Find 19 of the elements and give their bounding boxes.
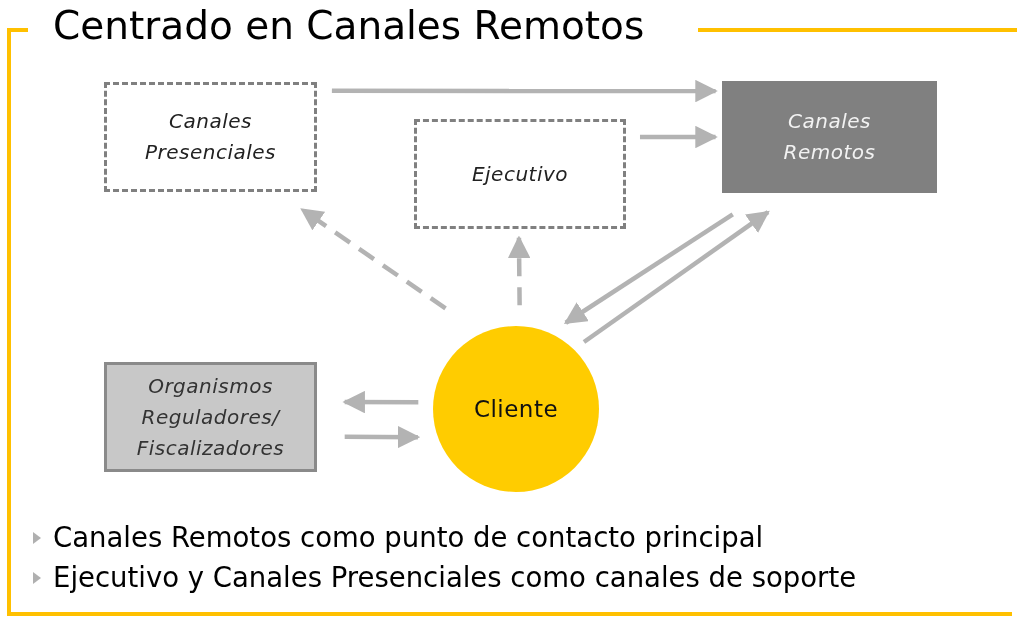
dashed-box: [414, 119, 626, 229]
node-label: Cliente: [472, 394, 560, 424]
process-box: [104, 362, 317, 472]
arrow: [300, 207, 447, 311]
dashed-box: [104, 82, 317, 192]
arrow: [563, 212, 734, 325]
bullet-text: Canales Remotos como punto de contacto principal: [53, 521, 764, 553]
bullet-text: Ejecutivo y Canales Presenciales como canales de soporte: [53, 561, 857, 593]
arrow: [344, 425, 421, 449]
node-label: Ejecutivo: [470, 160, 570, 188]
arrow: [640, 125, 718, 149]
node-label: Canales Remotos: [782, 108, 877, 166]
arrow: [342, 390, 419, 414]
node-label: Canales Presenciales: [143, 108, 278, 166]
node-label: Organismos Reguladores/ Fiscalizadores: [135, 372, 286, 462]
arrow: [507, 235, 531, 306]
arrow: [331, 79, 718, 103]
arrow: [582, 210, 770, 344]
process-box: [722, 81, 937, 193]
